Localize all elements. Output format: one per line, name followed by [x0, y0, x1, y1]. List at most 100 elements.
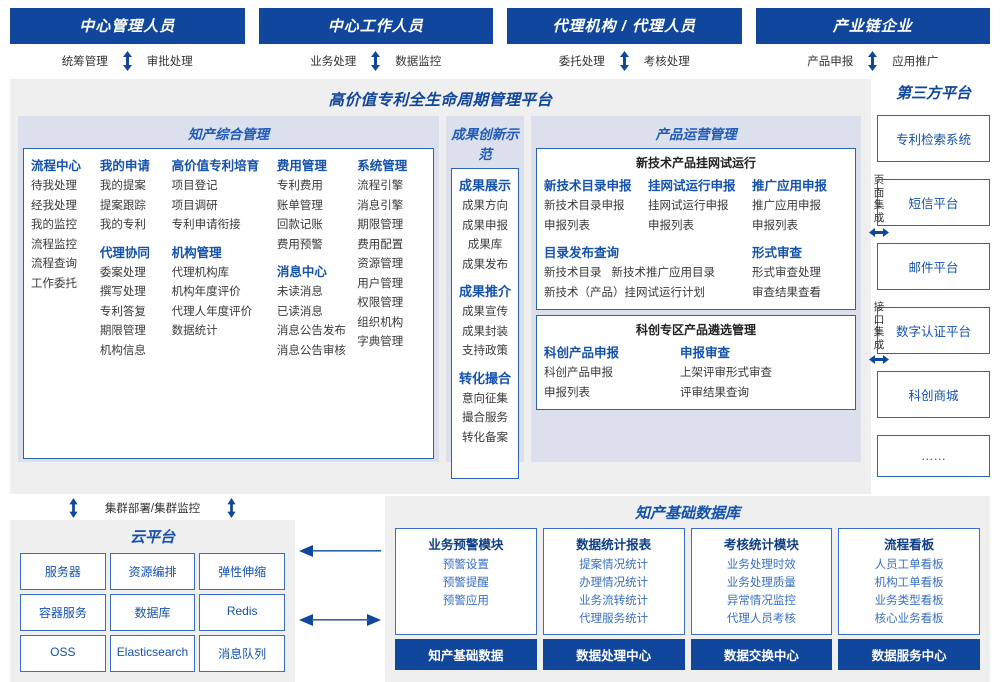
group-heading[interactable]: 我的申请: [99, 159, 150, 173]
third-party-item[interactable]: 专利检索系统: [877, 115, 990, 162]
menu-item[interactable]: 费用配置: [357, 238, 404, 251]
menu-item[interactable]: 撮合服务: [462, 412, 508, 424]
menu-item[interactable]: 新技术目录申报: [544, 200, 625, 212]
menu-item[interactable]: 项目调研: [171, 199, 218, 212]
menu-item[interactable]: 新技术推广应用目录: [611, 267, 716, 279]
cloud-cell[interactable]: 消息队列: [199, 635, 285, 672]
menu-item[interactable]: 项目登记: [171, 180, 218, 192]
menu-item[interactable]: 期限管理: [357, 219, 404, 231]
group-heading[interactable]: 转化撮合: [459, 370, 512, 386]
menu-item[interactable]: 代理机构库: [171, 266, 230, 279]
menu-item[interactable]: 申报列表: [544, 386, 591, 399]
database-item[interactable]: 提案情况统计: [579, 559, 649, 571]
cloud-cell[interactable]: OSS: [20, 635, 106, 672]
group-heading[interactable]: 成果展示: [459, 178, 512, 193]
database-item[interactable]: 办理情况统计: [579, 577, 649, 589]
menu-item[interactable]: 申报列表: [544, 219, 591, 232]
menu-item[interactable]: 流程监控: [31, 238, 77, 251]
menu-item[interactable]: 成果申报: [462, 219, 508, 232]
menu-item[interactable]: 字典管理: [357, 336, 404, 348]
menu-item[interactable]: 我的监控: [31, 219, 77, 231]
database-item[interactable]: 人员工单看板: [874, 559, 944, 571]
menu-item[interactable]: 成果库: [467, 239, 503, 251]
menu-item[interactable]: 用户管理: [357, 277, 404, 290]
menu-item[interactable]: 形式审查处理: [752, 267, 822, 279]
group-heading[interactable]: 费用管理: [276, 159, 327, 173]
menu-item[interactable]: 资源管理: [357, 258, 404, 270]
cloud-cell[interactable]: 数据库: [109, 594, 196, 631]
group-heading[interactable]: 申报审查: [680, 346, 731, 360]
menu-item[interactable]: 撰写处理: [99, 286, 146, 298]
menu-item[interactable]: 申报列表: [752, 219, 799, 232]
group-heading[interactable]: 机构管理: [171, 245, 222, 260]
menu-item[interactable]: 权限管理: [357, 297, 404, 309]
menu-item[interactable]: 代理人年度评价: [171, 305, 253, 318]
menu-item[interactable]: 数据统计: [171, 325, 218, 337]
group-heading[interactable]: 科创产品申报: [544, 346, 620, 360]
menu-item[interactable]: 账单管理: [276, 199, 323, 212]
menu-item[interactable]: 成果发布: [462, 258, 508, 271]
group-heading[interactable]: 新技术目录申报: [544, 179, 632, 193]
menu-item[interactable]: 新技术（产品）挂网试运行计划: [544, 286, 706, 299]
menu-item[interactable]: 未读消息: [276, 286, 323, 298]
menu-item[interactable]: 专利答复: [99, 305, 146, 318]
menu-item[interactable]: 待我处理: [31, 180, 77, 192]
role-title[interactable]: 产业链企业: [755, 8, 990, 44]
menu-item[interactable]: 消息公告发布: [276, 325, 346, 337]
menu-item[interactable]: 意向征集: [462, 392, 508, 405]
database-item[interactable]: 业务处理时效: [726, 559, 796, 571]
menu-item[interactable]: 期限管理: [99, 325, 146, 337]
database-item[interactable]: 业务类型看板: [874, 595, 944, 607]
database-item[interactable]: 机构工单看板: [874, 577, 944, 589]
menu-item[interactable]: 成果方向: [462, 200, 508, 212]
menu-item[interactable]: 评审结果查询: [680, 386, 750, 399]
cloud-cell[interactable]: 容器服务: [20, 594, 106, 631]
menu-item[interactable]: 流程引擎: [357, 180, 404, 192]
database-item[interactable]: 核心业务看板: [874, 613, 944, 625]
database-item[interactable]: 业务处理质量: [726, 577, 796, 589]
menu-item[interactable]: 专利费用: [276, 180, 323, 192]
menu-item[interactable]: 转化备案: [462, 431, 508, 444]
menu-item[interactable]: 我的提案: [99, 180, 146, 192]
menu-item[interactable]: 挂网试运行申报: [648, 200, 729, 212]
menu-item[interactable]: 委案处理: [99, 266, 146, 279]
database-item[interactable]: 预警设置: [442, 559, 489, 571]
role-title[interactable]: 中心管理人员: [10, 8, 245, 44]
group-heading[interactable]: 消息中心: [276, 265, 327, 279]
group-heading[interactable]: 推广应用申报: [752, 179, 828, 193]
role-title[interactable]: 代理机构 / 代理人员: [507, 8, 742, 44]
third-party-item-more[interactable]: ……: [877, 435, 990, 477]
menu-item[interactable]: 审查结果查看: [752, 286, 822, 299]
menu-item[interactable]: 申报列表: [648, 219, 695, 232]
menu-item[interactable]: 组织机构: [357, 316, 404, 329]
database-item[interactable]: 代理服务统计: [579, 613, 649, 625]
third-party-item[interactable]: 邮件平台: [877, 243, 990, 290]
menu-item[interactable]: 我的专利: [99, 219, 146, 231]
group-heading[interactable]: 成果推介: [459, 284, 512, 299]
group-heading[interactable]: 流程中心: [31, 159, 82, 173]
menu-item[interactable]: 经我处理: [31, 199, 77, 212]
cloud-cell[interactable]: 资源编排: [109, 553, 196, 590]
third-party-item[interactable]: 数字认证平台: [877, 307, 990, 354]
menu-item[interactable]: 机构年度评价: [171, 286, 241, 298]
menu-item[interactable]: 上架评审形式审查: [680, 367, 773, 379]
cloud-cell[interactable]: 服务器: [20, 553, 106, 590]
menu-item[interactable]: 成果宣传: [462, 306, 508, 318]
menu-item[interactable]: 费用预警: [276, 238, 323, 251]
group-heading[interactable]: 高价值专利培育: [171, 159, 260, 173]
database-item[interactable]: 异常情况监控: [726, 595, 796, 607]
menu-item[interactable]: 新技术目录: [544, 267, 602, 279]
role-title[interactable]: 中心工作人员: [258, 8, 493, 44]
database-item[interactable]: 预警应用: [442, 595, 489, 607]
database-footer[interactable]: 数据交换中心: [690, 639, 833, 670]
cloud-cell[interactable]: Elasticsearch: [109, 635, 196, 672]
menu-item[interactable]: 已读消息: [276, 305, 323, 318]
menu-item[interactable]: 支持政策: [462, 345, 508, 357]
menu-item[interactable]: 专利申请衔接: [171, 219, 241, 231]
menu-item[interactable]: 提案跟踪: [99, 199, 146, 212]
group-heading[interactable]: 形式审查: [752, 246, 803, 260]
database-item[interactable]: 业务流转统计: [579, 595, 649, 607]
menu-item[interactable]: 推广应用申报: [752, 200, 822, 212]
menu-item[interactable]: 机构信息: [99, 344, 146, 357]
third-party-item[interactable]: 短信平台: [877, 179, 990, 226]
